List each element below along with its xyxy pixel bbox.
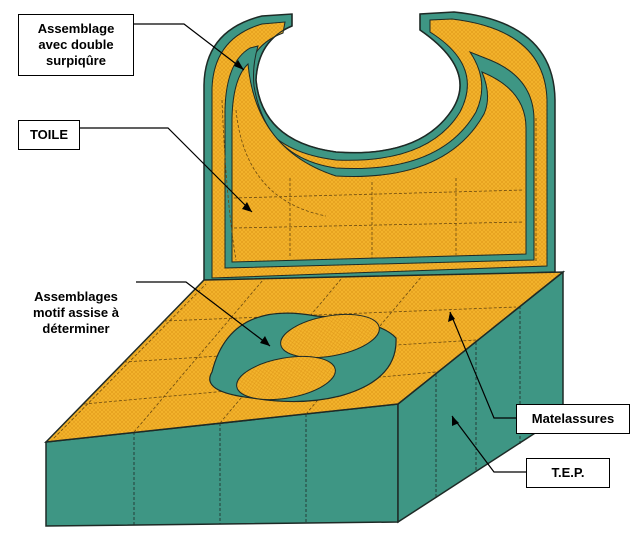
label-seat-pattern-line1: Assemblages	[34, 289, 118, 304]
backrest-fabric-panel	[231, 62, 527, 263]
label-double-stitch: Assemblage avec double surpiqûre	[18, 14, 134, 76]
figure-eight-lower-lobe	[236, 355, 336, 401]
leader-lines	[80, 23, 526, 473]
figure-eight-upper-lobe	[280, 313, 380, 359]
label-seat-pattern-line2: motif assise à	[33, 305, 119, 320]
label-double-stitch-line2: avec double	[38, 37, 114, 52]
label-seat-pattern-line3: déterminer	[42, 321, 110, 336]
label-matelassures: Matelassures	[516, 404, 630, 434]
leader-tep	[451, 415, 526, 473]
label-toile: TOILE	[18, 120, 80, 150]
label-double-stitch-line1: Assemblage	[37, 21, 115, 36]
backrest-quilting	[221, 99, 537, 262]
label-double-stitch-line3: surpiqûre	[46, 53, 106, 68]
label-toile-text: TOILE	[29, 127, 69, 142]
leader-toile	[80, 127, 253, 213]
label-seat-pattern: Assemblages motif assise à déterminer	[14, 282, 138, 344]
leader-double-stitch	[134, 23, 245, 71]
leader-matelassures	[449, 311, 516, 419]
backrest-opening	[255, 14, 461, 154]
backrest	[203, 11, 556, 286]
leader-seat-pattern	[136, 281, 271, 347]
label-matelassures-text: Matelassures	[531, 411, 615, 426]
label-tep-text: T.E.P.	[551, 465, 585, 480]
label-tep: T.E.P.	[526, 458, 610, 488]
